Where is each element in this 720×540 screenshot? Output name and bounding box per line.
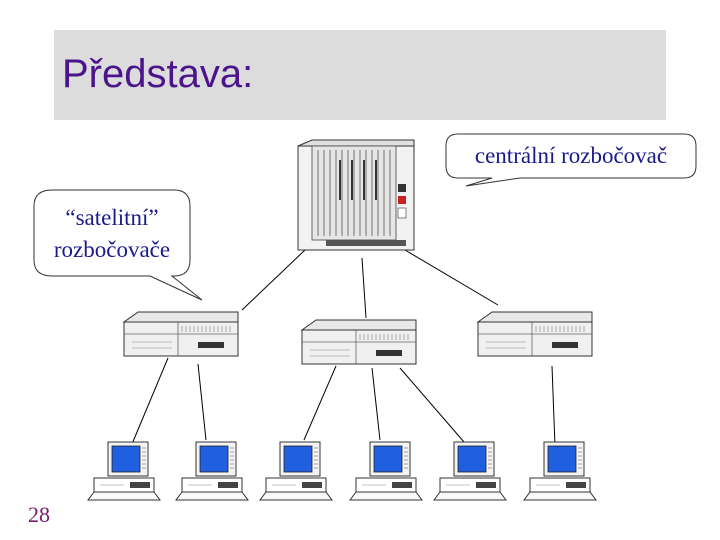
computer-terminal-icon xyxy=(175,441,249,501)
network-hub-icon xyxy=(477,311,593,357)
page-number: 28 xyxy=(28,502,50,527)
satellite-callout-bubble xyxy=(33,189,203,301)
computer-terminal-icon xyxy=(259,441,333,501)
connection-lines xyxy=(131,249,556,447)
computer-terminal-icon xyxy=(87,441,161,501)
satellite-callout-line2: rozbočovače xyxy=(53,237,171,262)
computer-terminal-icon xyxy=(433,441,507,501)
rack-chassis-icon xyxy=(297,139,415,251)
central-callout-text: centrální rozbočovač xyxy=(474,143,668,168)
title-band: Představa: xyxy=(54,30,666,120)
central-callout-bubble xyxy=(445,133,697,187)
computer-terminal-icon xyxy=(523,441,597,501)
network-hub-icon xyxy=(123,311,239,357)
satellite-callout-line1: “satelitní” xyxy=(65,205,159,230)
computer-terminal-icon xyxy=(349,441,423,501)
slide-title: Představa: xyxy=(62,52,254,96)
network-hub-icon xyxy=(301,319,417,365)
